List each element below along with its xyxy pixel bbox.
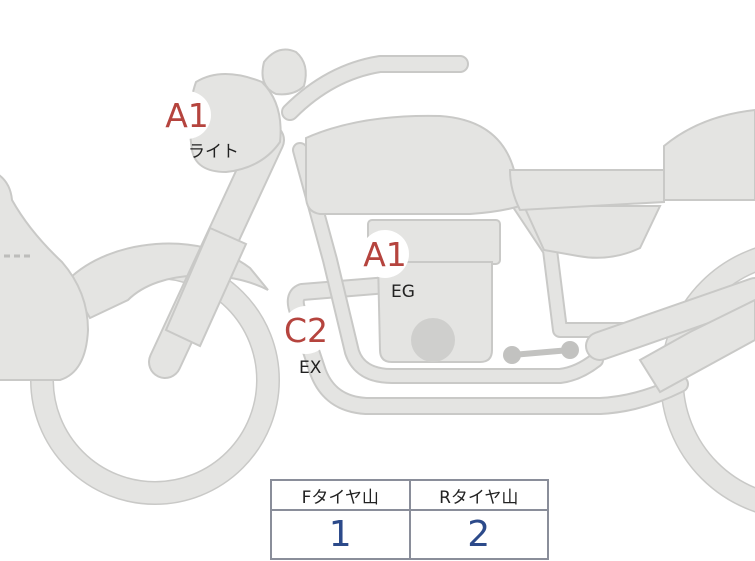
fuel-tank xyxy=(305,114,522,215)
part-label-light: ライト xyxy=(188,142,239,162)
part-label-engine: EG xyxy=(391,282,415,302)
rear-cowl xyxy=(663,108,755,201)
side-cover xyxy=(522,205,662,259)
rear-shock xyxy=(638,298,755,394)
handlebar xyxy=(281,55,469,121)
front-tire-value: 1 xyxy=(270,509,411,560)
front-tire-header: Fタイヤ山 xyxy=(270,479,411,511)
grade-badge-engine: A1 xyxy=(361,230,409,278)
exhaust-pipe xyxy=(286,275,689,415)
swing-arm xyxy=(585,277,755,361)
rear-tire-value: 2 xyxy=(408,509,549,560)
front-fork xyxy=(148,123,285,379)
meter xyxy=(261,48,307,96)
grade-badge-exhaust: C2 xyxy=(282,306,330,354)
table-header-row: Fタイヤ山 Rタイヤ山 xyxy=(270,479,549,511)
table-row: 1 2 xyxy=(270,509,549,560)
headlight xyxy=(188,73,282,174)
part-label-exhaust: EX xyxy=(299,358,322,378)
tire-tread-table: Fタイヤ山 Rタイヤ山 1 2 xyxy=(270,479,549,560)
foot-peg xyxy=(503,341,579,364)
seat xyxy=(508,169,665,212)
left-scooter-body xyxy=(0,174,90,381)
rear-tire-header: Rタイヤ山 xyxy=(408,479,549,511)
grade-badge-light: A1 xyxy=(163,91,211,139)
